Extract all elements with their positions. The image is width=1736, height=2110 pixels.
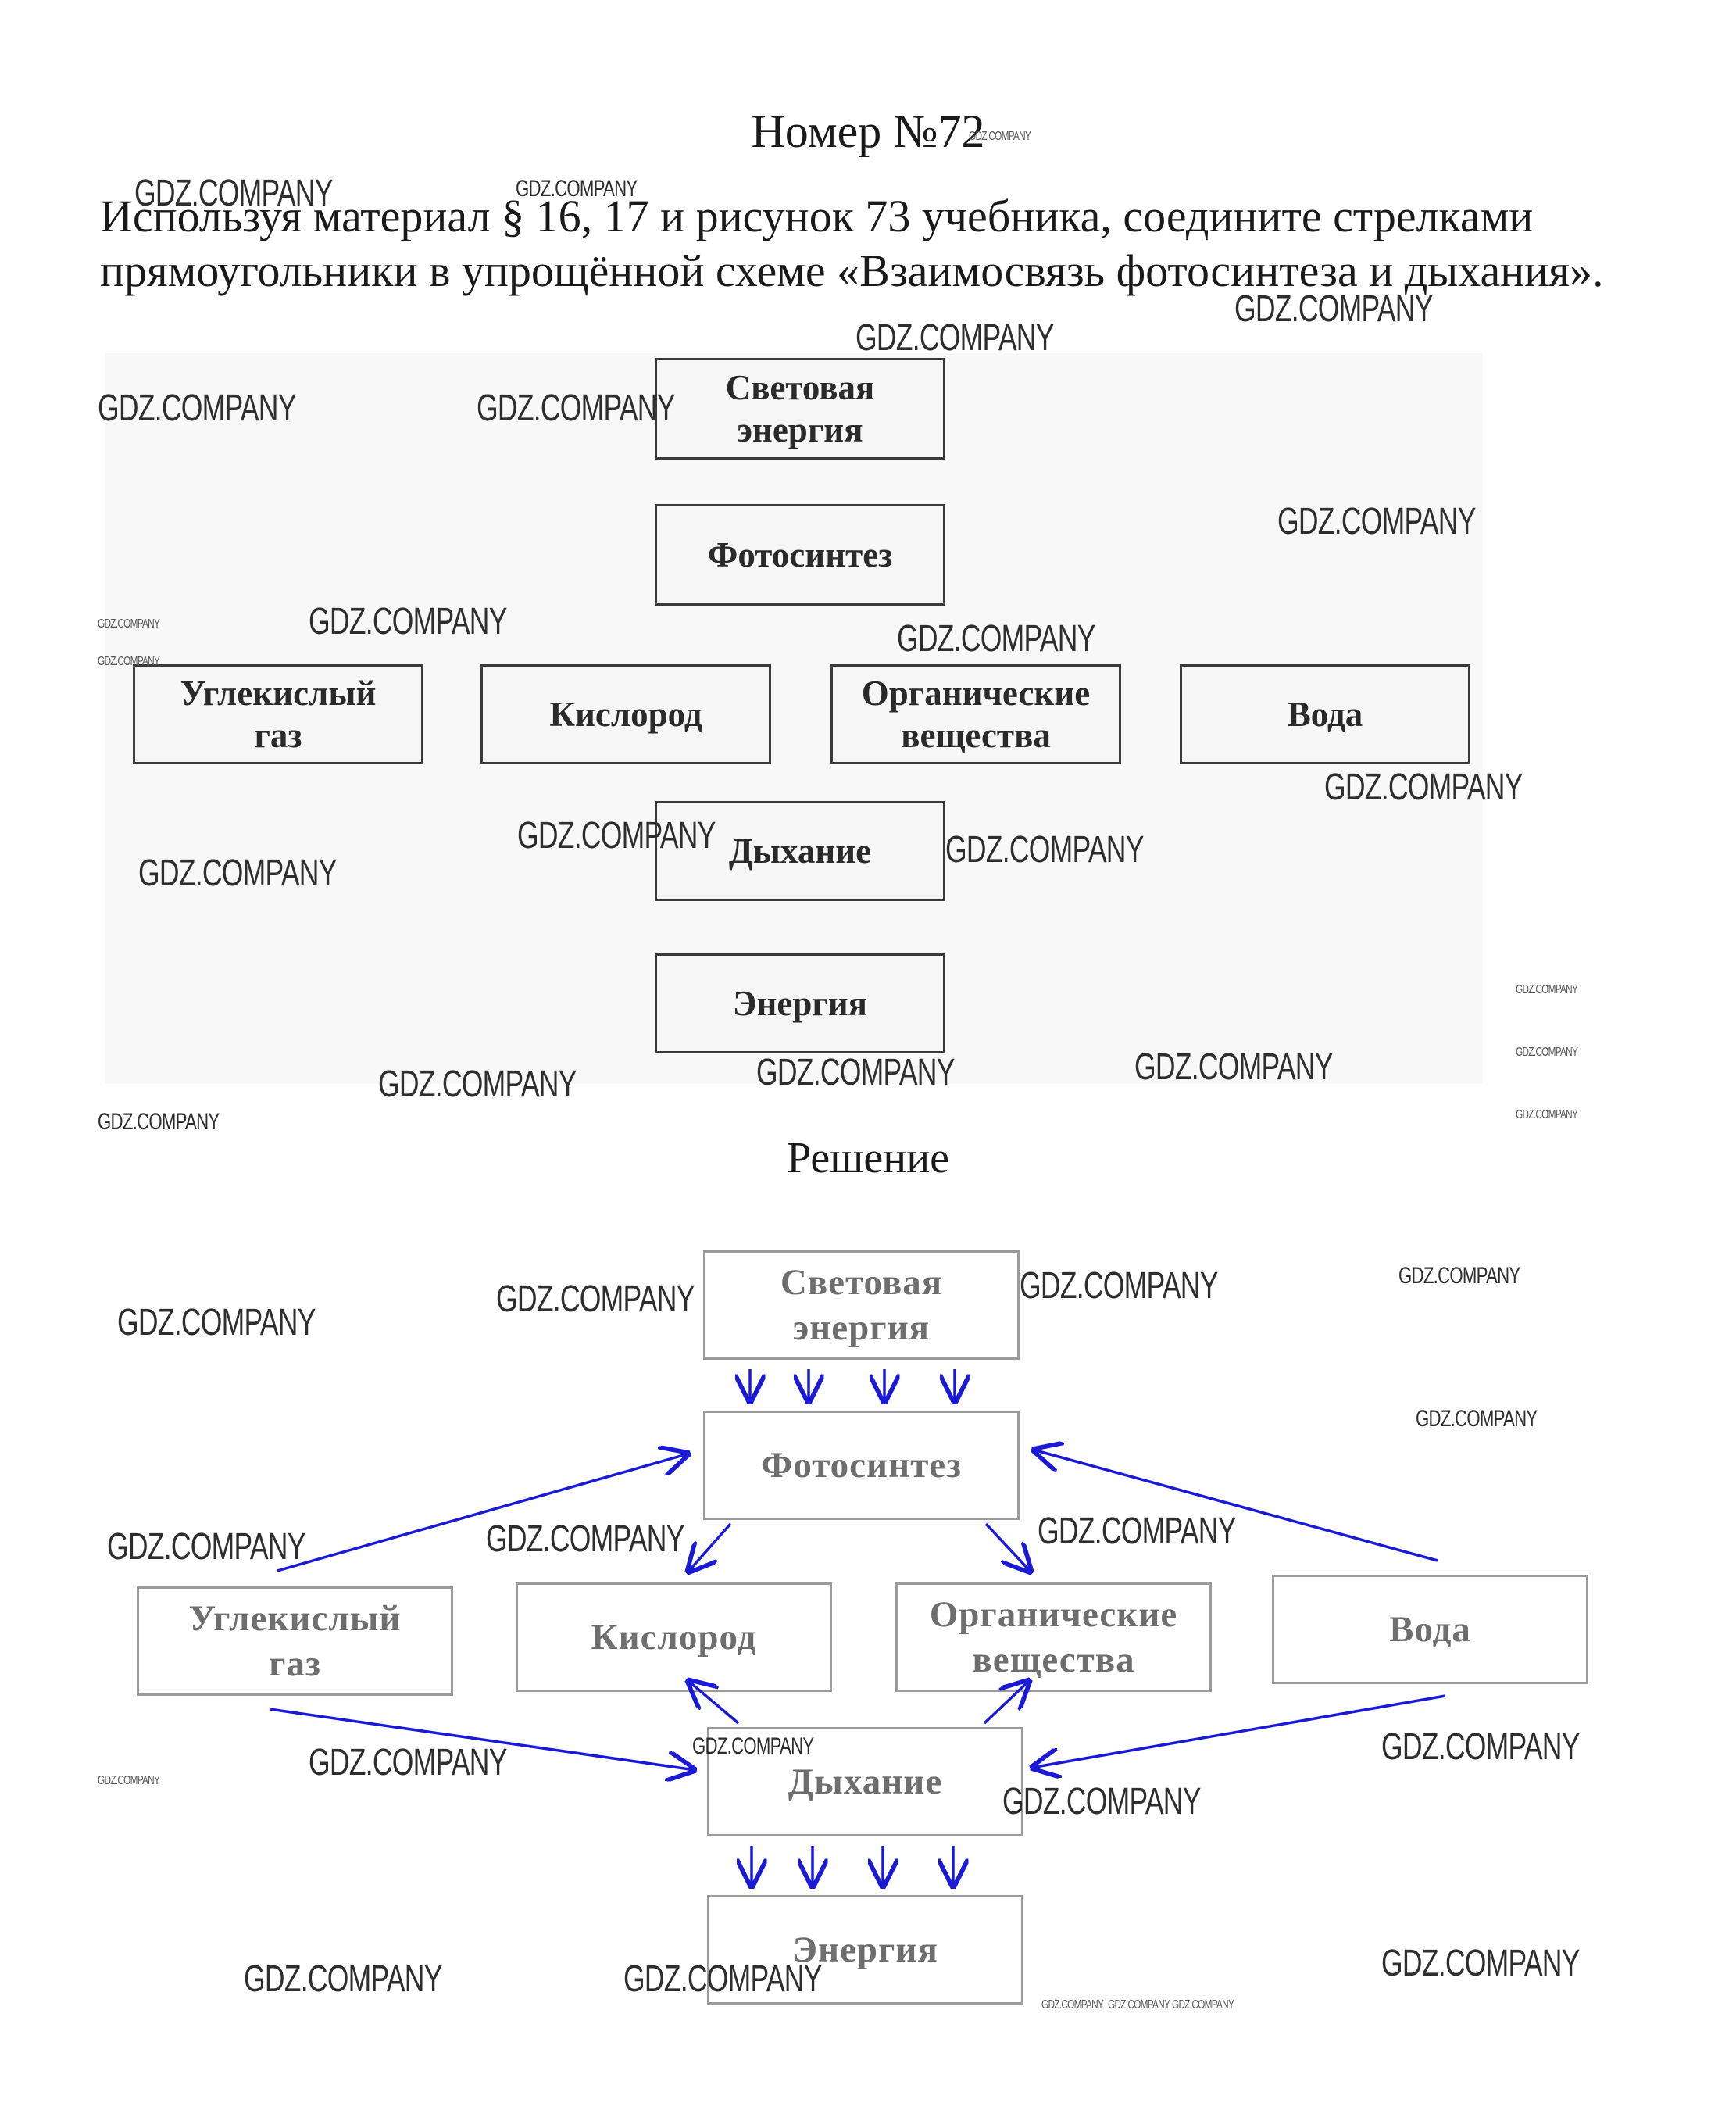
watermark: GDZ.COMPANY <box>516 176 638 202</box>
arrow-water-to-photosynthesis <box>1033 1450 1438 1562</box>
watermark: GDZ.COMPANY <box>1516 1046 1578 1059</box>
watermark: GDZ.COMPANY <box>309 601 507 642</box>
watermark: GDZ.COMPANY <box>1324 767 1523 808</box>
watermark: GDZ.COMPANY <box>98 388 296 429</box>
watermark: GDZ.COMPANY <box>107 1526 305 1568</box>
page-title: Номер №72 <box>751 106 985 157</box>
watermark: GDZ.COMPANY <box>517 815 716 857</box>
solution-node-photosynthesis: Фотосинтез <box>703 1411 1020 1520</box>
task-node-energy: Энергия <box>655 953 945 1053</box>
watermark: GDZ.COMPANY <box>1516 1108 1578 1121</box>
solution-node-water: Вода <box>1272 1575 1588 1684</box>
watermark: GDZ.COMPANY <box>1277 501 1476 542</box>
watermark: GDZ.COMPANY <box>244 1958 442 2000</box>
watermark: GDZ.COMPANY <box>1134 1046 1333 1088</box>
task-node-co2: Углекислый газ <box>133 664 423 764</box>
watermark: GDZ.COMPANY <box>309 1742 507 1783</box>
watermark: GDZ.COMPANY <box>1041 1998 1104 2012</box>
watermark: GDZ.COMPANY <box>1416 1406 1538 1432</box>
arrow-photosynthesis-to-organic <box>984 1522 1031 1572</box>
arrow-respiration-to-oxygen <box>688 1680 740 1725</box>
watermark: GDZ.COMPANY <box>496 1279 695 1320</box>
watermark: GDZ.COMPANY <box>98 655 160 668</box>
watermark: GDZ.COMPANY <box>945 829 1144 871</box>
watermark: GDZ.COMPANY <box>855 317 1054 359</box>
arrow-co2-to-respiration <box>269 1708 695 1770</box>
solution-title: Решение <box>786 1134 950 1182</box>
watermark: GDZ.COMPANY <box>623 1958 822 2000</box>
watermark: GDZ.COMPANY <box>1002 1781 1201 1822</box>
arrow-respiration-to-organic <box>983 1680 1030 1725</box>
solution-node-energy: Энергия <box>707 1895 1023 2004</box>
watermark: GDZ.COMPANY <box>1172 1998 1234 2012</box>
arrow-water-to-respiration <box>1031 1694 1446 1768</box>
watermark: GDZ.COMPANY <box>1381 1726 1580 1768</box>
watermark: GDZ.COMPANY <box>1108 1998 1170 2012</box>
solution-node-co2: Углекислый газ <box>137 1586 453 1696</box>
watermark: GDZ.COMPANY <box>98 1774 160 1787</box>
watermark: GDZ.COMPANY <box>1020 1265 1218 1307</box>
solution-node-respiration: Дыхание <box>707 1727 1023 1836</box>
watermark: GDZ.COMPANY <box>1381 1943 1580 1984</box>
watermark: GDZ.COMPANY <box>969 130 1031 143</box>
solution-node-oxygen: Кислород <box>516 1582 832 1692</box>
watermark: GDZ.COMPANY <box>117 1302 316 1343</box>
watermark: GDZ.COMPANY <box>756 1052 955 1093</box>
solution-node-light-energy: Световая энергия <box>703 1250 1020 1360</box>
task-node-light-energy: Световая энергия <box>655 358 945 460</box>
task-node-water: Вода <box>1180 664 1470 764</box>
watermark: GDZ.COMPANY <box>1516 983 1578 996</box>
watermark: GDZ.COMPANY <box>1038 1511 1236 1552</box>
watermark: GDZ.COMPANY <box>897 618 1095 660</box>
watermark: GDZ.COMPANY <box>1398 1263 1520 1289</box>
task-text: Используя материал § 16, 17 и рисунок 73… <box>100 191 1604 296</box>
watermark: GDZ.COMPANY <box>477 388 675 429</box>
watermark: GDZ.COMPANY <box>98 1109 220 1135</box>
task-node-oxygen: Кислород <box>480 664 771 764</box>
arrow-layer <box>269 1369 1446 1887</box>
task-node-respiration: Дыхание <box>655 801 945 901</box>
watermark: GDZ.COMPANY <box>486 1518 684 1560</box>
watermark: GDZ.COMPANY <box>138 853 337 894</box>
watermark: GDZ.COMPANY <box>1234 288 1433 330</box>
watermark: GDZ.COMPANY <box>692 1733 814 1759</box>
solution-node-organic: Органические вещества <box>895 1582 1212 1692</box>
arrow-co2-to-photosynthesis <box>277 1454 689 1572</box>
arrow-photosynthesis-to-oxygen <box>688 1522 732 1572</box>
watermark: GDZ.COMPANY <box>134 173 333 214</box>
task-node-photosynthesis: Фотосинтез <box>655 504 945 606</box>
watermark: GDZ.COMPANY <box>378 1064 577 1105</box>
watermark: GDZ.COMPANY <box>98 617 160 631</box>
task-node-organic: Органические вещества <box>830 664 1121 764</box>
